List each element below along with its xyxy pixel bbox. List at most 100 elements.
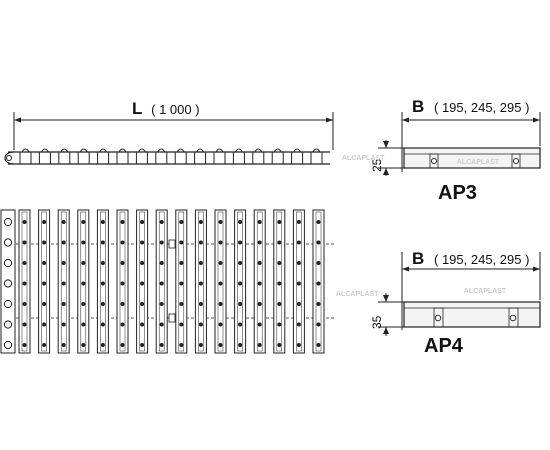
slat-hole bbox=[238, 240, 243, 245]
slat-hole bbox=[42, 281, 47, 286]
slat-hole bbox=[120, 302, 125, 306]
length-label: L ( 1 000 ) bbox=[132, 99, 200, 118]
slat bbox=[214, 209, 227, 354]
slat-hole bbox=[277, 322, 282, 327]
slat-hole bbox=[42, 322, 47, 327]
left-hook bbox=[4, 151, 15, 165]
ap3-height-label: 25 bbox=[370, 158, 384, 172]
slat-hole bbox=[238, 261, 243, 265]
slat-hole bbox=[198, 343, 203, 347]
slat-hole bbox=[198, 302, 203, 306]
slat-hole bbox=[198, 281, 203, 286]
slat-hole bbox=[100, 240, 105, 245]
slat-hole bbox=[296, 281, 301, 286]
slat-hole bbox=[22, 220, 27, 224]
slat-hole bbox=[22, 240, 27, 245]
slat bbox=[175, 209, 188, 354]
slat-hole bbox=[296, 261, 301, 265]
slat-hole bbox=[179, 240, 184, 245]
slat-hole bbox=[42, 220, 47, 224]
slat-hole bbox=[277, 261, 282, 265]
top-view bbox=[0, 209, 335, 354]
slat-hole bbox=[277, 281, 282, 286]
slat-hole bbox=[61, 322, 66, 327]
slat-hole bbox=[61, 240, 66, 245]
slat-hole bbox=[81, 322, 86, 327]
slat-hole bbox=[257, 322, 262, 327]
side-view-watermark: ALCAPLAST bbox=[342, 155, 385, 162]
slat-hole bbox=[81, 281, 86, 286]
slat-hole bbox=[22, 343, 27, 347]
ap4-section: B ( 195, 245, 295 ) 35 ALCAPLAST AP4 bbox=[370, 249, 541, 357]
slat-hole bbox=[257, 281, 262, 286]
ap3-web-left bbox=[429, 153, 439, 169]
chain-link bbox=[310, 148, 323, 164]
slat-hole bbox=[42, 261, 47, 265]
slat-hole bbox=[277, 343, 282, 347]
slat-hole bbox=[218, 302, 223, 306]
ap4-plate bbox=[403, 301, 541, 328]
edge-hole bbox=[3, 279, 13, 288]
slat-hole bbox=[120, 343, 125, 347]
slat bbox=[96, 209, 109, 354]
chain-links bbox=[19, 148, 323, 164]
slat-hole bbox=[316, 220, 321, 224]
slat-hole bbox=[159, 343, 164, 347]
slat-joint bbox=[168, 239, 176, 249]
ap3-arrow-top bbox=[383, 141, 389, 148]
slat-hole bbox=[257, 240, 262, 245]
edge-hole bbox=[3, 238, 13, 247]
slat-hole bbox=[296, 220, 301, 224]
ap4-width-label: B ( 195, 245, 295 ) bbox=[412, 249, 529, 268]
slat-hole bbox=[61, 343, 66, 347]
slat-hole bbox=[120, 281, 125, 286]
slat-hole bbox=[179, 281, 184, 286]
side-view: L ( 1 000 ) bbox=[4, 99, 334, 165]
edge-hole bbox=[3, 340, 13, 350]
chain-link bbox=[213, 148, 226, 164]
slat-hole bbox=[100, 261, 105, 265]
slat-hole bbox=[296, 302, 301, 306]
chain-link bbox=[232, 148, 245, 164]
slat bbox=[57, 209, 70, 354]
slat-hole bbox=[159, 261, 164, 265]
slat-hole bbox=[238, 302, 243, 306]
slat-hole bbox=[159, 240, 164, 245]
slat-hole bbox=[179, 220, 184, 224]
chain-link bbox=[155, 148, 168, 164]
slat-hole bbox=[22, 302, 27, 306]
chain-link bbox=[116, 148, 129, 164]
ap3-bolt-left bbox=[430, 157, 438, 165]
slat bbox=[234, 209, 247, 354]
slat-hole bbox=[120, 240, 125, 245]
slat-hole bbox=[316, 261, 321, 265]
slat-hole bbox=[159, 302, 164, 306]
top-view-watermark: ALCAPLAST bbox=[336, 291, 379, 298]
slat bbox=[292, 209, 305, 354]
chain-link bbox=[135, 148, 148, 164]
chain-link bbox=[97, 148, 110, 164]
slat-hole bbox=[218, 240, 223, 245]
slat-hole bbox=[61, 302, 66, 306]
ap4-arrow-top bbox=[383, 295, 389, 302]
ap4-arrow-bottom bbox=[383, 327, 389, 334]
slat-hole bbox=[296, 240, 301, 245]
slat-hole bbox=[140, 240, 145, 245]
slat-hole bbox=[100, 281, 105, 286]
ap3-bolt-right bbox=[512, 157, 520, 165]
chain-link bbox=[174, 148, 187, 164]
slat bbox=[116, 209, 129, 354]
slat-hole bbox=[42, 343, 47, 347]
edge-hole bbox=[3, 258, 13, 268]
slat-hole bbox=[257, 302, 262, 306]
chain-link bbox=[291, 148, 304, 164]
slat-hole bbox=[159, 322, 164, 327]
slat-hole bbox=[140, 322, 145, 327]
slat bbox=[253, 209, 266, 354]
edge-hole bbox=[3, 320, 13, 329]
slat-hole bbox=[100, 343, 105, 347]
chain-link bbox=[271, 148, 284, 164]
chain-link bbox=[252, 148, 265, 164]
slat bbox=[38, 209, 51, 354]
chain-link bbox=[19, 148, 32, 164]
